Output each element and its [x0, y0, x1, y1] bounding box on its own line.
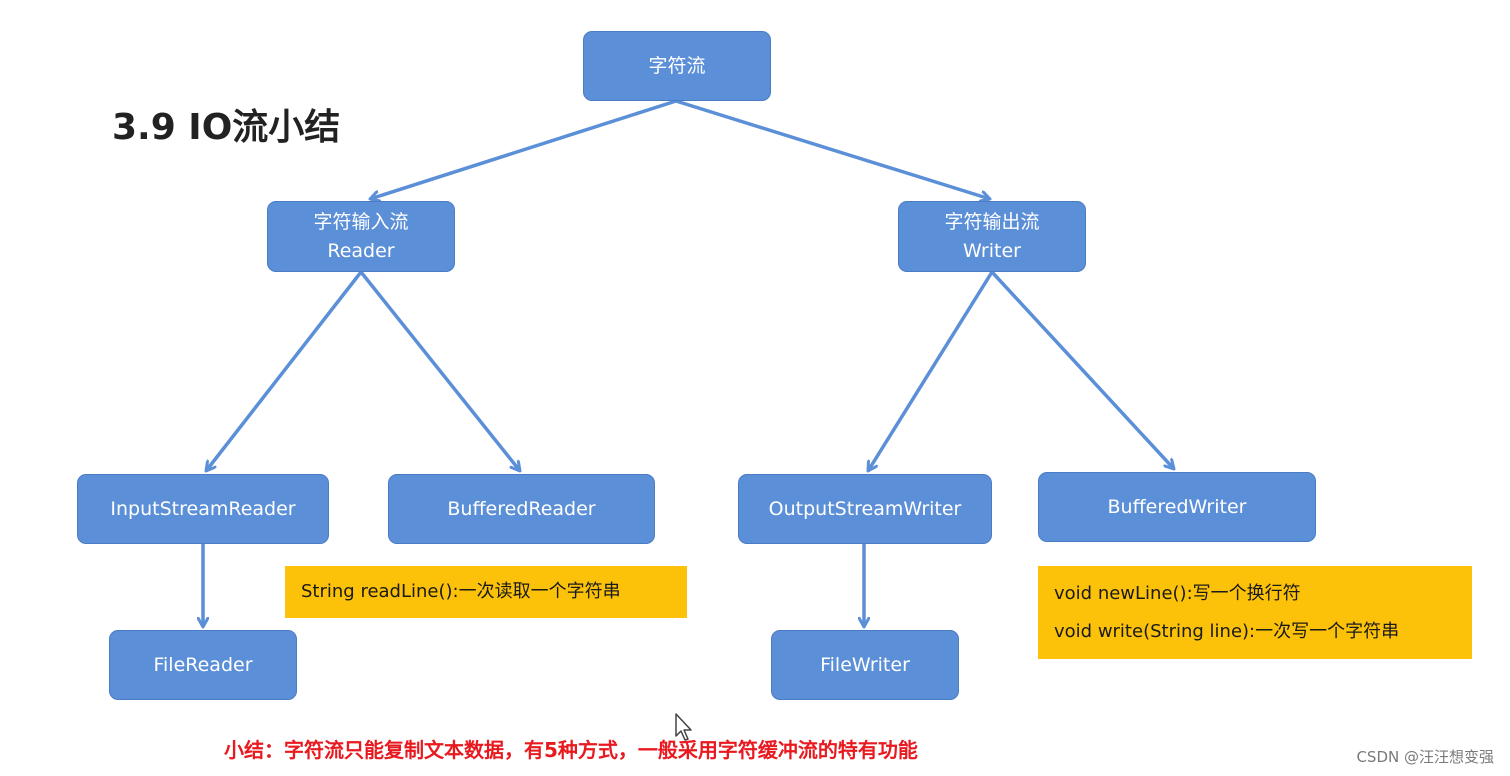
note-bufferedwriter-methods: void newLine():写一个换行符 void write(String … — [1038, 566, 1472, 659]
node-reader-label-en: Reader — [327, 239, 395, 262]
node-bufferedreader-label: BufferedReader — [447, 497, 596, 520]
node-outputstreamwriter-label: OutputStreamWriter — [768, 497, 962, 520]
node-filewriter-label: FileWriter — [820, 653, 910, 676]
node-bufferedwriter: BufferedWriter — [1038, 472, 1316, 542]
node-bufferedreader: BufferedReader — [388, 474, 655, 544]
slide-title: 3.9 IO流小结 — [112, 107, 341, 148]
node-writer: 字符输出流 Writer — [898, 201, 1086, 272]
edge-reader-to-inputstreamreader — [206, 270, 363, 471]
summary-text: 小结：字符流只能复制文本数据，有5种方式，一般采用字符缓冲流的特有功能 — [224, 738, 918, 762]
node-reader: 字符输入流 Reader — [267, 201, 455, 272]
node-filereader-label: FileReader — [153, 653, 253, 676]
mouse-cursor-icon — [675, 713, 692, 741]
node-inputstreamreader-label: InputStreamReader — [110, 497, 296, 520]
node-char-stream-label: 字符流 — [648, 54, 706, 77]
node-inputstreamreader: InputStreamReader — [77, 474, 329, 544]
node-reader-label-cn: 字符输入流 — [313, 210, 409, 233]
edge-reader-to-bufferedreader — [359, 270, 520, 471]
edge-writer-to-bufferedwriter — [990, 270, 1174, 469]
edge-root-to-reader — [370, 99, 677, 199]
note-bufferedreader-method: String readLine():一次读取一个字符串 — [285, 566, 687, 618]
node-filewriter: FileWriter — [771, 630, 959, 700]
node-bufferedwriter-label: BufferedWriter — [1107, 495, 1247, 518]
csdn-watermark: CSDN @汪汪想变强 — [1356, 748, 1494, 766]
edge-writer-to-outputstreamwriter — [868, 271, 994, 471]
node-filereader: FileReader — [109, 630, 297, 700]
node-outputstreamwriter: OutputStreamWriter — [738, 474, 992, 544]
note-newline: void newLine():写一个换行符 — [1054, 583, 1301, 604]
edge-root-to-writer — [675, 99, 990, 199]
node-char-stream: 字符流 — [583, 31, 771, 101]
note-write-line: void write(String line):一次写一个字符串 — [1054, 621, 1400, 642]
node-writer-label-en: Writer — [963, 239, 1021, 262]
note-readline: String readLine():一次读取一个字符串 — [301, 581, 621, 602]
node-writer-label-cn: 字符输出流 — [944, 210, 1040, 233]
